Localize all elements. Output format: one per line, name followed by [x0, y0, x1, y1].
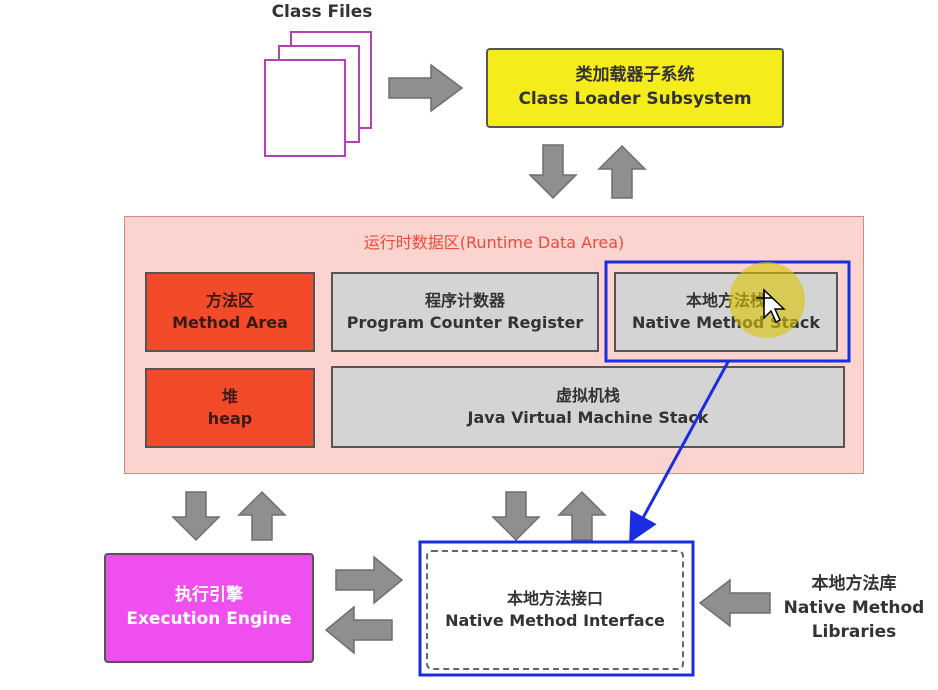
- native-libraries-en1: Native Method: [783, 598, 925, 619]
- native-libraries-en2: Libraries: [811, 621, 897, 642]
- heap-en: heap: [207, 409, 253, 428]
- execution-engine-en: Execution Engine: [126, 609, 292, 629]
- arrow-left-libraries-to-interface: [698, 578, 771, 628]
- native-libraries-zh: 本地方法库: [811, 574, 897, 595]
- method-area-en: Method Area: [172, 313, 288, 332]
- class-files-label: Class Files: [271, 2, 373, 23]
- jvm-stack-en: Java Virtual Machine Stack: [467, 408, 709, 427]
- execution-engine-box: 执行引擎 Execution Engine: [104, 553, 314, 663]
- heap-zh: 堆: [221, 386, 238, 406]
- arrow-left-interface-to-engine: [324, 605, 393, 655]
- native-method-interface-en: Native Method Interface: [445, 611, 665, 630]
- arrow-down-runtime-to-interface: [491, 491, 541, 542]
- class-loader-zh: 类加载器子系统: [575, 65, 695, 86]
- execution-engine-zh: 执行引擎: [175, 585, 243, 606]
- arrow-up-engine-to-runtime: [237, 490, 287, 541]
- arrow-right-classfiles-to-loader: [388, 63, 464, 113]
- class-file-sheet-front: [264, 59, 346, 157]
- native-method-interface-zh: 本地方法接口: [506, 588, 603, 608]
- jvm-stack-box: 虚拟机栈 Java Virtual Machine Stack: [331, 366, 845, 448]
- method-area-zh: 方法区: [205, 290, 254, 310]
- class-loader-box: 类加载器子系统 Class Loader Subsystem: [486, 48, 784, 128]
- runtime-data-area-title: 运行时数据区(Runtime Data Area): [363, 232, 625, 252]
- arrow-up-interface-to-runtime: [557, 490, 607, 541]
- native-interface-highlight: [418, 540, 695, 677]
- native-method-libraries-label: 本地方法库 Native Method Libraries: [776, 574, 932, 644]
- class-loader-en: Class Loader Subsystem: [518, 89, 752, 109]
- pc-register-zh: 程序计数器: [424, 290, 505, 310]
- blue-connector-arrow: [629, 361, 730, 544]
- method-area-box: 方法区 Method Area: [145, 272, 315, 352]
- pc-register-box: 程序计数器 Program Counter Register: [331, 272, 599, 352]
- arrow-down-loader-to-runtime: [528, 144, 578, 200]
- jvm-stack-zh: 虚拟机栈: [555, 385, 620, 405]
- arrow-up-runtime-to-loader: [597, 144, 647, 199]
- heap-box: 堆 heap: [145, 368, 315, 448]
- native-method-interface-box: 本地方法接口 Native Method Interface: [426, 550, 684, 670]
- arrow-right-engine-to-interface: [335, 555, 404, 605]
- mouse-cursor-icon: [756, 288, 786, 324]
- arrow-down-runtime-to-engine: [171, 491, 221, 542]
- native-stack-highlight: [604, 260, 851, 363]
- pc-register-en: Program Counter Register: [346, 313, 584, 332]
